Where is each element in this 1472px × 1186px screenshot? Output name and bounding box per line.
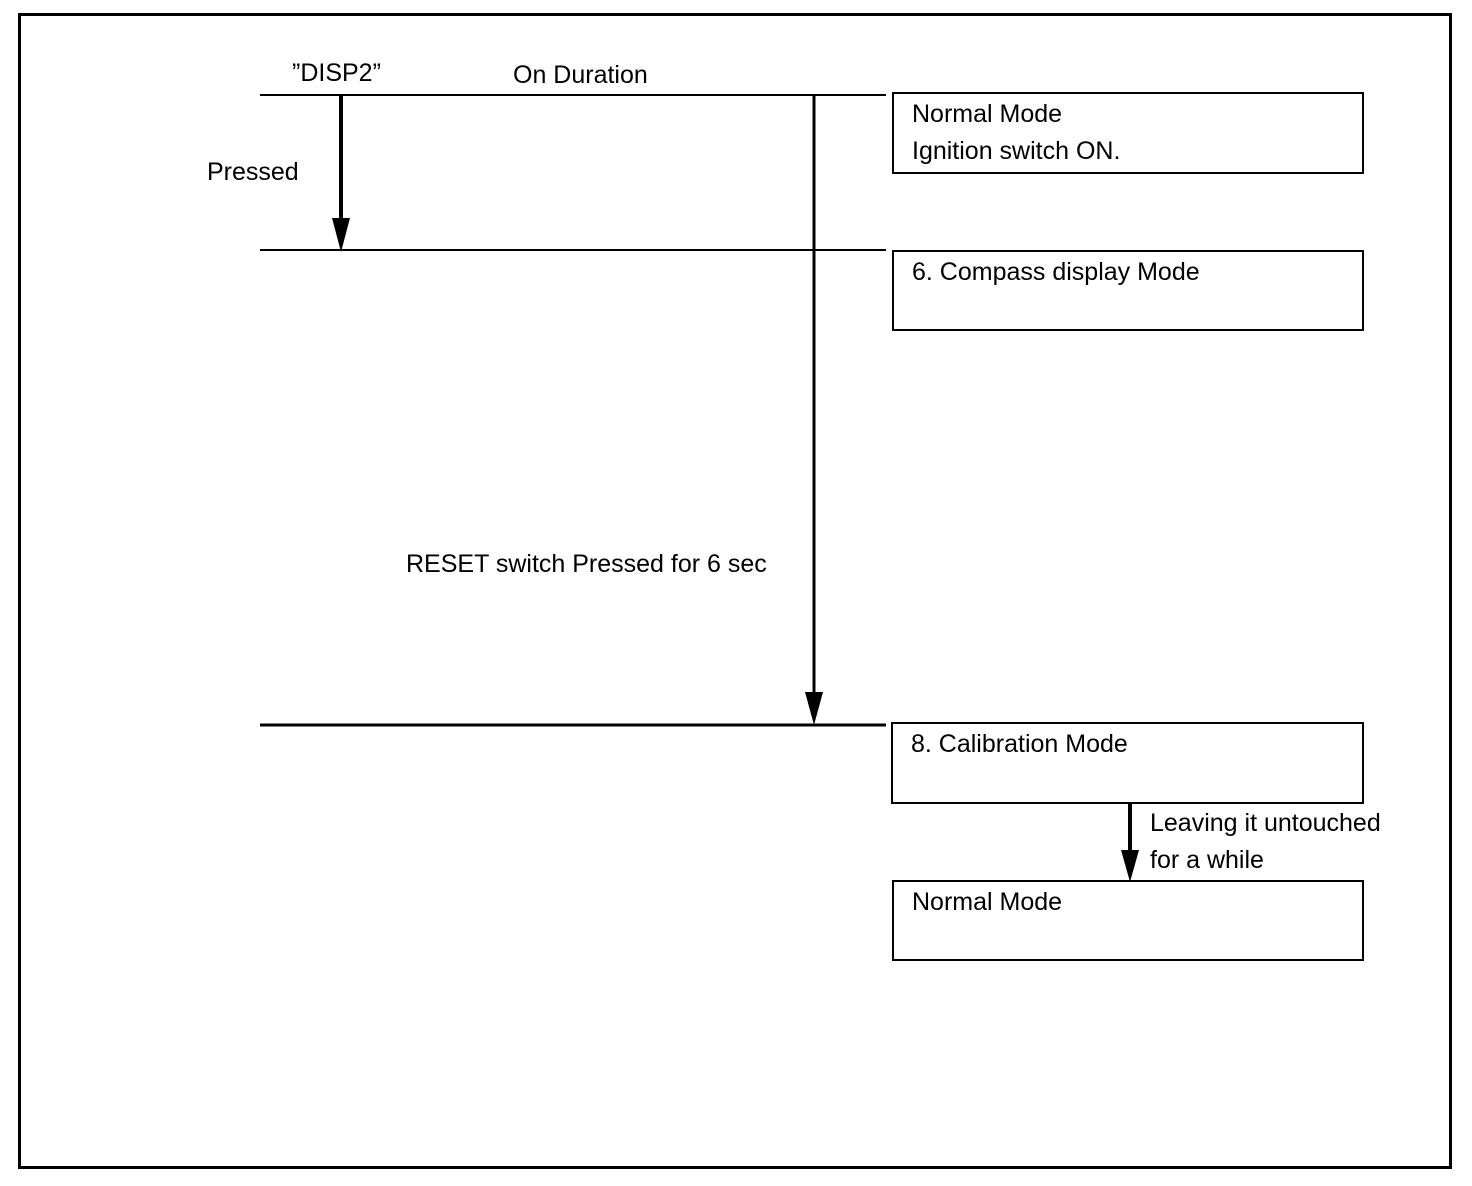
mode-box-normal-final: Normal Mode (892, 880, 1364, 961)
mode-box-normal-initial: Normal Mode Ignition switch ON. (892, 92, 1364, 174)
pressed-label: Pressed (207, 158, 299, 186)
mode-title: 8. Calibration Mode (911, 730, 1128, 758)
leaving-label-line2: for a while (1150, 846, 1264, 874)
reset-arrow-head (805, 692, 823, 725)
on-duration-label: On Duration (513, 61, 648, 89)
mode-box-calibration: 8. Calibration Mode (891, 722, 1364, 804)
mode-note: Ignition switch ON. (912, 137, 1121, 165)
diagram-frame (18, 13, 1452, 1169)
mode-title: 6. Compass display Mode (912, 258, 1200, 286)
leaving-label-line1: Leaving it untouched (1150, 809, 1381, 837)
disp2-label: ”DISP2” (292, 59, 381, 87)
mode-title: Normal Mode (912, 888, 1063, 916)
leaving-arrow-head (1121, 850, 1139, 882)
pressed-arrow-head (332, 218, 350, 252)
mode-title: Normal Mode (912, 100, 1063, 128)
mode-box-compass: 6. Compass display Mode (892, 250, 1364, 331)
reset-label: RESET switch Pressed for 6 sec (406, 550, 767, 578)
